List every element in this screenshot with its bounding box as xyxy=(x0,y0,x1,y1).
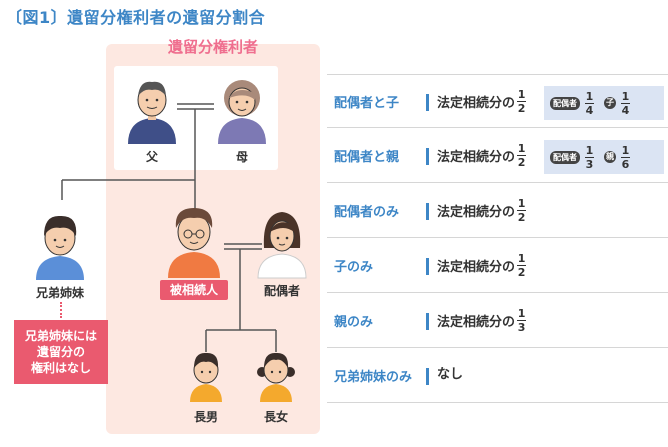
fraction-bar xyxy=(585,102,594,104)
siblings-note: 兄弟姉妹には 遺留分の 権利はなし xyxy=(14,320,108,384)
row-label: 兄弟姉妹のみ xyxy=(334,370,413,385)
row-text: 法定相続分の xyxy=(437,96,516,111)
fraction-denominator: 2 xyxy=(517,266,526,279)
row-label: 配偶者と子 xyxy=(334,96,400,111)
row-divider xyxy=(426,94,429,111)
fraction-numerator: 1 xyxy=(517,88,526,101)
row-divider xyxy=(426,368,429,385)
sibling-icon xyxy=(36,215,84,280)
figure-title: 〔図1〕遺留分権利者の遺留分割合 xyxy=(6,8,266,27)
spouse-icon xyxy=(257,212,307,279)
mother-icon xyxy=(218,80,266,144)
share-tag: 配偶者 xyxy=(550,96,580,110)
fraction-denominator: 2 xyxy=(517,156,526,169)
row-divider xyxy=(426,203,429,220)
fraction-denominator: 2 xyxy=(517,211,526,224)
fraction-numerator: 1 xyxy=(621,89,630,103)
heirs-label: 遺留分権利者 xyxy=(167,38,258,56)
fraction-numerator: 1 xyxy=(621,143,630,157)
note-line: 遺留分の xyxy=(36,345,85,359)
deceased-badge: 被相続人 xyxy=(160,280,228,300)
father-icon xyxy=(128,81,176,144)
share-tag: 親 xyxy=(604,151,616,163)
table-row: 兄弟姉妹のみ なし xyxy=(327,349,668,403)
row-value: なし xyxy=(437,363,463,382)
fraction-numerator: 1 xyxy=(517,197,526,210)
fraction-denominator: 2 xyxy=(517,102,526,115)
fraction-denominator: 3 xyxy=(517,321,526,334)
fraction-denominator: 4 xyxy=(621,103,630,117)
row-label: 親のみ xyxy=(334,315,374,330)
row-label: 配偶者のみ xyxy=(334,205,400,220)
mother-label: 母 xyxy=(235,150,248,164)
row-label: 配偶者と親 xyxy=(334,150,400,165)
fraction-bar xyxy=(517,320,527,321)
row-divider xyxy=(426,313,429,330)
father-label: 父 xyxy=(145,150,158,164)
fraction-bar xyxy=(621,156,630,158)
eldest-son-icon xyxy=(190,352,222,402)
fraction-bar xyxy=(517,155,527,156)
row-text: 法定相続分の xyxy=(437,150,516,165)
eldest-daughter-icon xyxy=(257,352,295,402)
note-line: 権利はなし xyxy=(30,361,91,375)
fraction-bar xyxy=(621,102,630,104)
share-tag: 配偶者 xyxy=(550,150,580,164)
fraction-numerator: 1 xyxy=(517,307,526,320)
fraction-numerator: 1 xyxy=(585,143,594,157)
fraction-bar xyxy=(517,265,527,266)
row-divider xyxy=(426,148,429,165)
fraction-bar xyxy=(585,156,594,158)
eldest-daughter-label: 長女 xyxy=(263,410,288,424)
fraction-numerator: 1 xyxy=(585,89,594,103)
dotted-connector xyxy=(60,302,62,318)
fraction-bar xyxy=(517,210,527,211)
share-tag: 子 xyxy=(604,97,616,109)
row-text: 法定相続分の xyxy=(437,260,516,275)
row-label: 子のみ xyxy=(334,260,374,275)
fraction-bar xyxy=(517,101,527,102)
row-divider xyxy=(426,258,429,275)
siblings-label: 兄弟姉妹 xyxy=(35,286,84,300)
note-line: 兄弟姉妹には xyxy=(24,329,97,343)
fraction-numerator: 1 xyxy=(517,142,526,155)
deceased-icon xyxy=(168,208,220,278)
eldest-son-label: 長男 xyxy=(193,410,218,424)
fraction-denominator: 4 xyxy=(585,103,594,117)
row-text: 法定相続分の xyxy=(437,205,516,220)
row-plain-value: なし xyxy=(437,367,464,382)
spouse-label: 配偶者 xyxy=(263,284,300,298)
fraction-denominator: 3 xyxy=(585,157,594,171)
fraction-denominator: 6 xyxy=(621,157,630,171)
row-text: 法定相続分の xyxy=(437,315,516,330)
fraction-numerator: 1 xyxy=(517,252,526,265)
